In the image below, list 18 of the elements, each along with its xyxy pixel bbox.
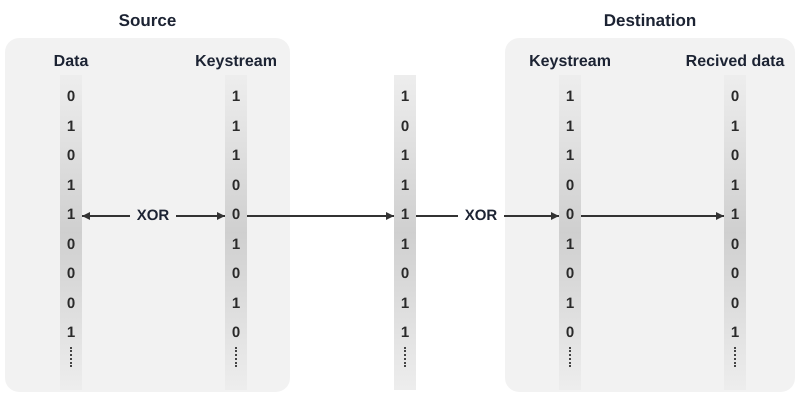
bit-sequence: 0 1 0 1 1 0 0 0 1 [730, 87, 740, 343]
bit-sequence: 1 1 1 0 0 1 0 1 0 [566, 87, 574, 343]
column-heading: Data [54, 52, 88, 72]
bit-sequence: 1 1 1 0 0 1 0 1 0 [232, 87, 240, 343]
arrow [581, 212, 724, 220]
column-heading: Recived data [686, 52, 784, 72]
operation-label: XOR [464, 206, 498, 226]
arrow [504, 212, 559, 220]
operation-label: XOR [136, 206, 170, 226]
arrow [82, 212, 130, 220]
panel-heading: Source [118, 10, 176, 32]
panel-heading: Destination [604, 10, 696, 32]
bit-sequence: 0 1 0 1 1 0 0 0 1 [66, 87, 76, 343]
arrow [247, 212, 394, 220]
column-heading: Keystream [529, 52, 611, 72]
arrow [176, 212, 225, 220]
column-heading: Keystream [195, 52, 277, 72]
bit-sequence: 1 0 1 1 1 1 0 1 1 [400, 87, 410, 343]
